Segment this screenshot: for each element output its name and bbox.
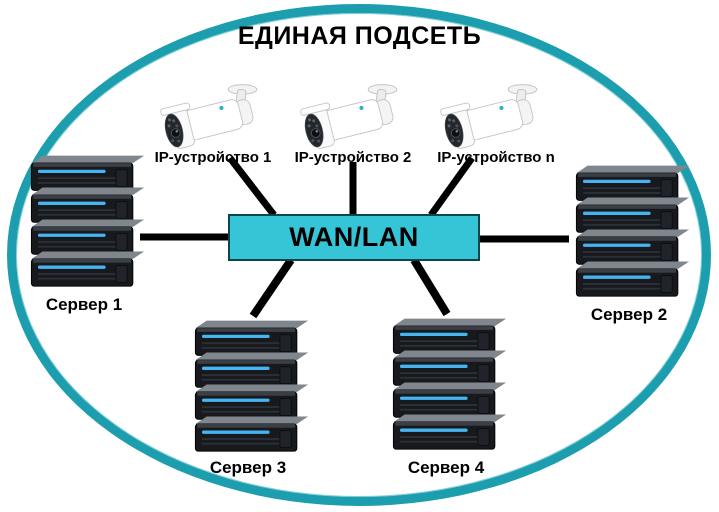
wan-lan-hub: WAN/LAN (228, 214, 480, 261)
ip-camera-1-icon (150, 78, 276, 156)
server-3-icon (186, 313, 310, 456)
ip-camera-n-icon (430, 78, 556, 156)
ip-camera-2-label: IP-устройство 2 (294, 149, 412, 166)
server-1-label: Сервер 1 (45, 295, 123, 314)
server-2-label: Сервер 2 (590, 305, 668, 324)
server-4-icon (384, 311, 508, 454)
server-2-icon (567, 158, 691, 301)
server-1-icon (22, 148, 146, 291)
connector-server-3 (249, 257, 295, 319)
server-3-label: Сервер 3 (209, 458, 287, 477)
connector-server-4 (410, 257, 451, 317)
diagram-title: ЕДИНАЯ ПОДСЕТЬ (237, 22, 482, 50)
wan-lan-label: WAN/LAN (289, 222, 419, 252)
ip-camera-n-label: IP-устройство n (437, 149, 555, 166)
subnet-boundary-ellipse (7, 4, 711, 506)
ip-camera-2-icon (290, 78, 416, 156)
connector-camera-1 (227, 155, 277, 218)
server-4-label: Сервер 4 (407, 458, 485, 477)
ip-camera-1-label: IP-устройство 1 (154, 149, 272, 166)
connector-camera-n (428, 155, 475, 218)
